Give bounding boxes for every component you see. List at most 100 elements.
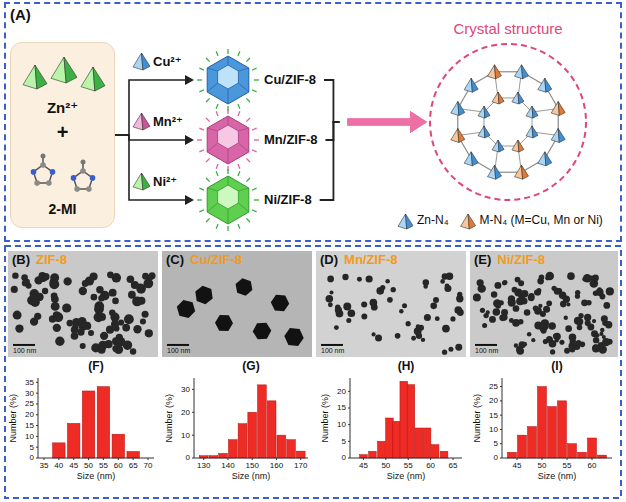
nanoparticle [116, 337, 125, 346]
nanoparticle [605, 321, 612, 328]
tick-label: 20 [489, 396, 498, 405]
tetrahedron-face [545, 152, 552, 166]
tick-label: 25 [25, 399, 34, 408]
histogram-bar [369, 451, 377, 458]
nanoparticle [399, 309, 404, 314]
nanoparticle [433, 297, 439, 303]
nanoparticle [457, 292, 462, 297]
tick-mark [36, 447, 38, 448]
ring-atom [74, 186, 80, 192]
nanoparticle [473, 295, 478, 300]
scale-bar-label: 100 nm [13, 347, 36, 355]
axis-title: Number (%) [472, 394, 482, 443]
hexagonal-particle [195, 286, 212, 305]
nanoparticle [564, 316, 568, 320]
nanoparticle [53, 311, 60, 318]
nanoparticle [592, 344, 600, 352]
nanoparticle [133, 325, 141, 333]
tick-mark [517, 458, 518, 460]
tick-label: 50 [381, 461, 390, 470]
tick-mark [36, 436, 38, 437]
nanoparticle [112, 298, 119, 305]
nanoparticle [80, 343, 86, 349]
ring-atom [71, 175, 77, 181]
branch-line [115, 80, 192, 135]
nanoparticle [406, 321, 411, 326]
ring-atom [90, 175, 96, 181]
tick-mark [192, 458, 194, 459]
nanoparticle [545, 272, 554, 281]
ligand-stroke [227, 169, 228, 174]
ligand-stroke [199, 210, 204, 212]
nanoparticle [421, 338, 425, 342]
nanoparticle [357, 277, 362, 282]
nanoparticle [55, 337, 64, 346]
nanoparticle [113, 325, 119, 331]
nanoparticle [51, 296, 59, 304]
axis-title: Number (%) [320, 394, 330, 443]
ligand-stroke [199, 128, 204, 130]
nanoparticle [513, 305, 520, 312]
tetrahedron-face [471, 152, 478, 166]
tick-label: 10 [489, 425, 498, 434]
tetrahedron-face [142, 113, 151, 130]
y-axis [194, 378, 195, 458]
tick-mark [148, 458, 149, 460]
connector-arrow [115, 75, 194, 135]
nanoparticle [391, 287, 396, 292]
axis-title: Size (nm) [538, 471, 577, 481]
bracket-line [320, 122, 340, 200]
nanoparticle [587, 324, 594, 331]
tetrahedron-face [468, 214, 476, 229]
tick-mark [192, 435, 194, 436]
nanoparticle [559, 340, 564, 345]
panel-letter: (F) [88, 360, 103, 374]
nanoparticle [482, 323, 487, 328]
tick-label: 55 [404, 461, 413, 470]
nanoparticle [66, 320, 73, 327]
ring-atom [40, 162, 46, 168]
connector-arrow [115, 135, 194, 205]
panel-title: Mn/ZIF-8 [344, 253, 397, 268]
crystal-node: Cu/ZIF-8 [194, 49, 322, 111]
histogram-bar [112, 434, 124, 458]
nanoparticle [518, 280, 524, 286]
ligand-stroke [227, 226, 228, 231]
tick-label: 45 [69, 461, 78, 470]
nanoparticle [494, 282, 501, 289]
nanoparticle [346, 318, 351, 323]
arrowhead [410, 111, 427, 133]
nanoparticle [563, 296, 570, 303]
nanoparticle [342, 274, 348, 280]
nanoparticle [531, 338, 535, 342]
ligand-stroke [246, 118, 250, 122]
tick-label: 35 [39, 461, 48, 470]
tick-label: 15 [489, 411, 498, 420]
crystal-edge [207, 143, 217, 152]
reagent-box: Zn²⁺+2-MI [10, 42, 115, 228]
tick-mark [36, 458, 38, 459]
nanoparticle [489, 316, 496, 323]
nanoparticle [370, 299, 378, 307]
ligand-stroke [206, 98, 210, 102]
tick-label: 45 [513, 461, 522, 470]
nanoparticle [517, 347, 524, 354]
tick-label: 130 [197, 461, 210, 470]
nanoparticle [486, 310, 490, 314]
histogram-bar [127, 452, 139, 458]
tick-mark [348, 408, 350, 409]
nanoparticle [603, 302, 610, 309]
ligand-stroke [238, 224, 240, 229]
arrowhead [185, 195, 194, 205]
nanoparticle [565, 325, 572, 332]
tick-mark [348, 441, 350, 442]
nanoparticle [473, 294, 481, 302]
crystal-edge [207, 203, 217, 212]
tick-label: 35 [25, 378, 34, 387]
x-axis [194, 458, 308, 459]
tetrahedron-face [518, 140, 524, 152]
nanoparticle [537, 278, 544, 285]
crystal-edge [207, 188, 217, 191]
axis-title: Size (nm) [232, 471, 271, 481]
nanoparticle [91, 294, 98, 301]
